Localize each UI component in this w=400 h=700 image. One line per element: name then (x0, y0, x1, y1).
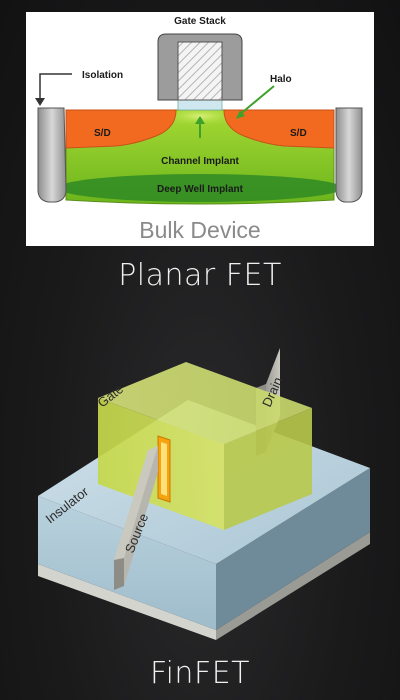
sd-left-label: S/D (94, 128, 111, 139)
source-drain-left-region (65, 109, 177, 149)
channel-implant-label: Channel Implant (161, 156, 239, 167)
source-plate-face (114, 446, 158, 560)
gate-stack-hatch (177, 41, 223, 101)
gate-stack-label: Gate Stack (174, 16, 226, 27)
isolation-arrow (39, 73, 72, 102)
finfet-svg: Gate Drain Source Insulator (38, 348, 370, 640)
insulator-side-face (216, 468, 370, 630)
gate-top-face (98, 362, 312, 444)
sd-right-label: S/D (290, 128, 307, 139)
source-drain-right-region (223, 109, 335, 149)
isolation-label: Isolation (82, 70, 123, 81)
finfet-caption: FinFET (150, 656, 250, 691)
deep-well-implant-label: Deep Well Implant (157, 184, 244, 195)
gate-side-face (224, 408, 312, 530)
source-plate-front (114, 558, 124, 590)
isolation-left (37, 107, 67, 203)
halo-label: Halo (270, 74, 292, 85)
isolation-right (335, 107, 363, 203)
gate-oxide (177, 99, 223, 111)
planar-fet-caption: Planar FET (118, 258, 282, 293)
planar-fet-diagram: Gate Stack Isolation Halo S/D S/D Channe… (26, 12, 374, 246)
finfet-diagram: Gate Drain Source Insulator (30, 340, 375, 645)
bulk-device-title: Bulk Device (139, 217, 260, 243)
substrate-base-front (38, 564, 216, 640)
substrate-base-side (216, 532, 370, 640)
halo-arrow (237, 85, 275, 117)
deep-well-implant-region (58, 174, 342, 202)
planar-fet-svg: Gate Stack Isolation Halo S/D S/D Channe… (35, 16, 363, 243)
